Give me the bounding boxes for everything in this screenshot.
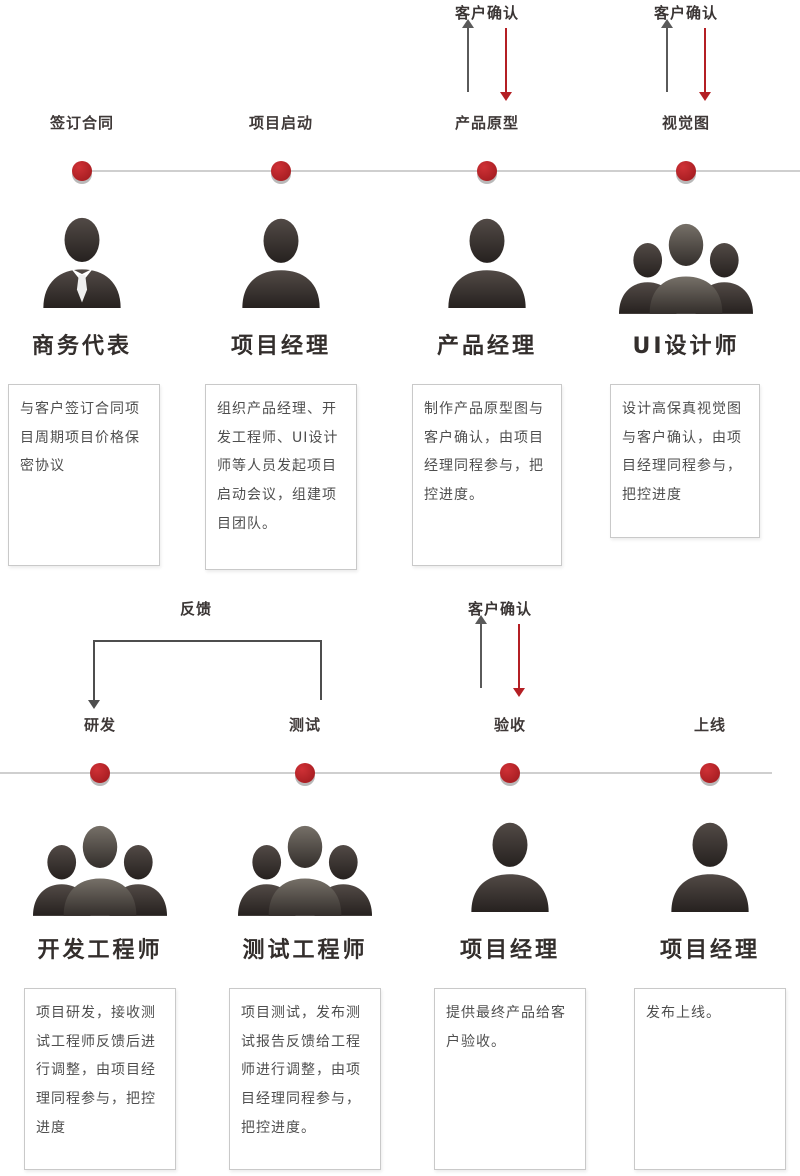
ui-designer-team-icon	[619, 218, 753, 314]
arrow-up-icon	[475, 615, 487, 688]
stage-label-prototype: 产品原型	[454, 114, 519, 132]
stage-label-testing: 测试	[288, 716, 321, 734]
customer-confirm-label: 客户确认	[454, 4, 519, 22]
role-label-project-manager: 项目经理	[459, 938, 560, 963]
desc-box-prototype: 制作产品原型图与客户确认，由项目经理同程参与，把控进度。	[412, 384, 562, 566]
stage-label-acceptance: 验收	[493, 716, 526, 734]
feedback-arrow	[88, 640, 322, 709]
feedback-label: 反馈	[179, 600, 212, 618]
arrow-down-icon	[699, 28, 711, 101]
desc-box-development: 项目研发，接收测试工程师反馈后进行调整，由项目经理同程参与，把控进度	[24, 988, 176, 1170]
business-representative-icon	[36, 212, 128, 312]
desc-box-launch: 发布上线。	[634, 988, 786, 1170]
stage-label-kickoff: 项目启动	[248, 114, 313, 132]
desc-box-sign-contract: 与客户签订合同项目周期项目价格保密协议	[8, 384, 160, 566]
project-manager-icon	[464, 816, 556, 916]
timeline-dot-launch	[700, 763, 720, 783]
role-label-business-representative: 商务代表	[31, 334, 132, 359]
timeline-dot-acceptance	[500, 763, 520, 783]
timeline-dot-testing	[295, 763, 315, 783]
stage-label-launch: 上线	[693, 716, 726, 734]
arrow-up-icon	[661, 19, 673, 92]
project-manager-icon	[664, 816, 756, 916]
arrow-down-icon	[513, 624, 525, 697]
customer-confirm-group-prototype: 客户确认	[437, 2, 537, 102]
project-manager-icon	[235, 212, 327, 312]
role-label-tester: 测试工程师	[242, 938, 368, 963]
desc-box-kickoff: 组织产品经理、开发工程师、UI设计师等人员发起项目启动会议，组建项目团队。	[205, 384, 357, 570]
stage-label-visual-design: 视觉图	[661, 114, 710, 132]
role-label-project-manager: 项目经理	[659, 938, 760, 963]
role-label-project-manager: 项目经理	[230, 334, 331, 359]
desc-box-testing: 项目测试，发布测试报告反馈给工程师进行调整，由项目经理同程参与，把控进度。	[229, 988, 381, 1170]
timeline-dot-sign-contract	[72, 161, 92, 181]
timeline-dot-prototype	[477, 161, 497, 181]
timeline-dot-visual-design	[676, 161, 696, 181]
customer-confirm-group-acceptance: 客户确认	[450, 598, 550, 698]
developer-team-icon	[33, 820, 167, 916]
timeline-dot-development	[90, 763, 110, 783]
role-label-developer: 开发工程师	[37, 938, 163, 963]
bottom-timeline	[0, 772, 772, 774]
arrow-down-icon	[500, 28, 512, 101]
desc-box-acceptance: 提供最终产品给客户验收。	[434, 988, 586, 1170]
role-label-product-manager: 产品经理	[436, 334, 537, 359]
role-label-ui-designer: UI设计师	[632, 334, 740, 359]
desc-box-visual-design: 设计高保真视觉图与客户确认，由项目经理同程参与，把控进度	[610, 384, 760, 538]
top-timeline	[78, 170, 800, 172]
arrow-up-icon	[462, 19, 474, 92]
customer-confirm-label: 客户确认	[467, 600, 532, 618]
stage-label-sign-contract: 签订合同	[49, 114, 114, 132]
tester-team-icon	[238, 820, 372, 916]
customer-confirm-label: 客户确认	[653, 4, 718, 22]
timeline-dot-kickoff	[271, 161, 291, 181]
customer-confirm-group-visual: 客户确认	[636, 2, 736, 102]
product-manager-icon	[441, 212, 533, 312]
stage-label-development: 研发	[83, 716, 116, 734]
